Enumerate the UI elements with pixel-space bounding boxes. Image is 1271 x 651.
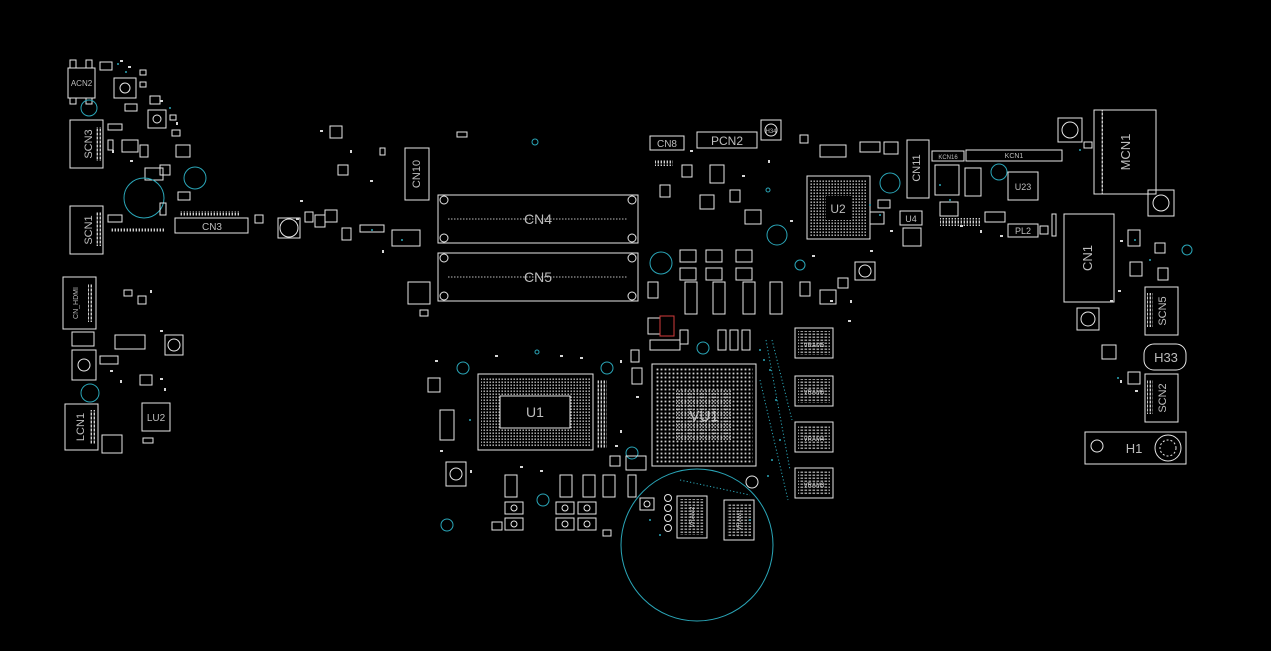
label-pcn2: PCN2	[711, 134, 743, 148]
component-vu1: VU1	[651, 363, 757, 467]
component-vram3: VRAM3	[794, 467, 834, 499]
label-cn10: CN10	[411, 160, 423, 188]
component-vram6: VRAM6	[794, 375, 834, 407]
label-cn3: CN3	[202, 222, 222, 233]
component-mcn1: MCN1	[1093, 109, 1157, 195]
component-kcn16: KCN16	[931, 150, 965, 162]
component-h33: H33	[1143, 343, 1187, 371]
label-cn4: CN4	[524, 211, 552, 227]
label-vram3: VRAM3	[804, 483, 825, 489]
component-lu2: LU2	[141, 402, 171, 432]
label-vram1: VRAM1	[737, 509, 743, 530]
component-cn3: CN3	[174, 211, 249, 234]
label-vram4: VRAM4	[804, 437, 825, 443]
component-vram5: VRAM5	[794, 327, 834, 359]
component-h1: H1	[1084, 431, 1187, 465]
component-cn11: CN11	[906, 139, 930, 199]
label-scn2: SCN2	[1157, 383, 1169, 412]
component-small-ic	[113, 77, 137, 99]
component-h34: H34	[760, 119, 782, 141]
label-vram5: VRAM5	[804, 343, 825, 349]
component-vram4: VRAM4	[794, 421, 834, 453]
component-scn2: SCN2	[1144, 373, 1179, 423]
component-u23: U23	[1007, 171, 1039, 201]
component-scn1: SCN1	[69, 205, 104, 255]
label-kcn16: KCN16	[938, 155, 958, 161]
component-vram2: VRAM2	[676, 495, 708, 539]
small-pads	[110, 60, 1138, 473]
via-dots	[117, 63, 1151, 536]
label-u2: U2	[830, 202, 846, 216]
label-scn5: SCN5	[1157, 296, 1169, 325]
label-vram2: VRAM2	[690, 506, 696, 527]
label-mcn1: MCN1	[1118, 134, 1133, 171]
label-cn8: CN8	[657, 139, 677, 150]
component-acn2: ACN2	[67, 59, 96, 105]
component-scn5: SCN5	[1144, 286, 1179, 336]
label-lu2: LU2	[147, 413, 166, 424]
component-scn3: SCN3	[69, 119, 104, 169]
component-cn8: CN8	[649, 135, 685, 151]
component-u4: U4	[899, 210, 923, 226]
component-pl2: PL2	[1007, 223, 1039, 238]
component-cn4: CN4	[437, 194, 639, 244]
component-u1: U1	[477, 373, 594, 451]
component-cn-hdmi: CN_HDMI	[62, 276, 97, 330]
component-lcn1: LCN1	[64, 403, 99, 451]
label-u4: U4	[905, 214, 917, 224]
label-scn3: SCN3	[83, 129, 95, 158]
component-cn5: CN5	[437, 252, 639, 302]
label-pl2: PL2	[1015, 226, 1031, 236]
label-u1: U1	[526, 404, 544, 420]
label-vram6: VRAM6	[804, 390, 825, 396]
label-u23: U23	[1015, 182, 1032, 192]
component-cn1: CN1	[1063, 213, 1115, 303]
label-vu1: VU1	[689, 408, 718, 425]
label-kcn1: KCN1	[1005, 153, 1024, 160]
component-vram1: VRAM1	[723, 499, 755, 541]
label-h33: H33	[1154, 350, 1178, 365]
component-cn10: CN10	[404, 147, 430, 201]
label-cn1: CN1	[1080, 245, 1095, 271]
component-u2: U2	[806, 175, 871, 240]
label-cn-hdmi: CN_HDMI	[73, 287, 80, 319]
label-acn2: ACN2	[71, 79, 93, 88]
label-h1: H1	[1126, 441, 1143, 456]
label-cn5: CN5	[524, 269, 552, 285]
label-h34: H34	[765, 129, 777, 135]
component-pcn2: PCN2	[696, 131, 758, 149]
component-kcn1: KCN1	[965, 149, 1063, 162]
label-cn11: CN11	[911, 154, 923, 181]
label-lcn1: LCN1	[75, 413, 87, 441]
label-scn1: SCN1	[83, 215, 95, 244]
